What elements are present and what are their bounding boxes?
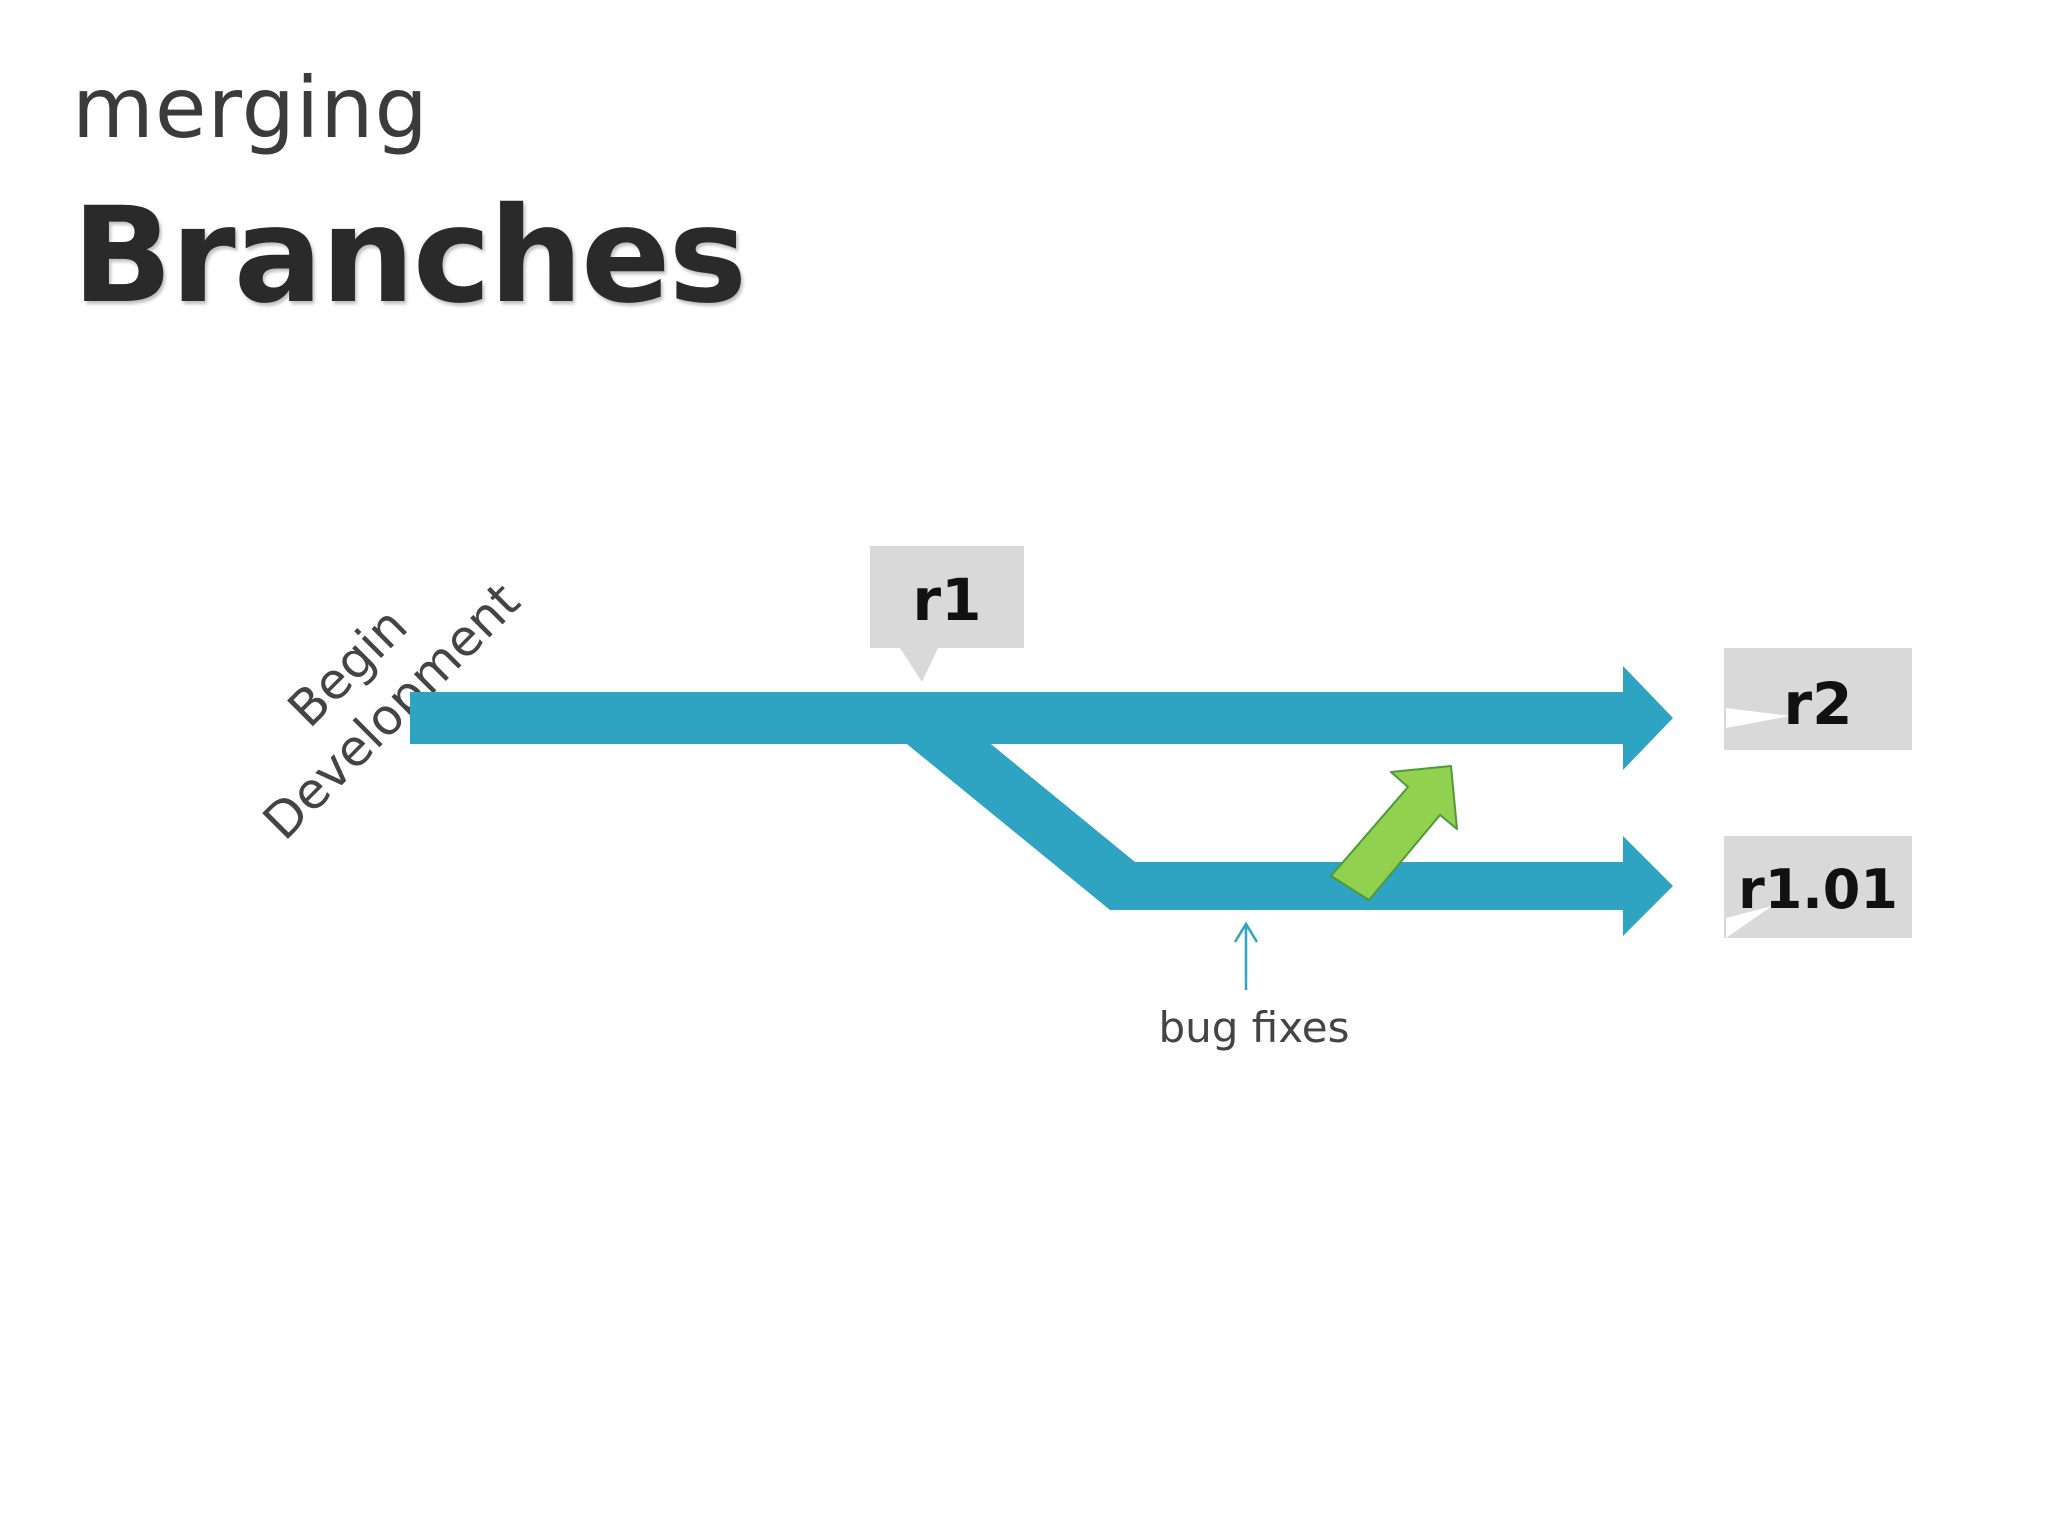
tag-r101-box <box>1724 836 1912 938</box>
tag-r101-label: r1.01 <box>1738 858 1898 921</box>
trunk-arrowhead <box>1623 666 1673 770</box>
tag-r1-label: r1 <box>913 566 982 634</box>
slide-subtitle: merging <box>72 59 429 157</box>
bug-fixes-pointer-head <box>1233 921 1259 943</box>
merge-arrow-shape <box>1330 765 1458 901</box>
trunk-shaft <box>410 692 1625 744</box>
bug-fixes-label: bug fixes <box>1158 1003 1349 1052</box>
merge-arrow-icon <box>1330 765 1458 901</box>
tag-r2: r2 <box>1724 648 1912 750</box>
tag-r1: r1 <box>870 546 1024 682</box>
tag-r101: r1.01 <box>1724 836 1912 938</box>
release-branch-arrowhead <box>1623 836 1673 936</box>
release-branch-diagonal <box>902 740 1135 910</box>
tag-r2-label: r2 <box>1784 670 1853 738</box>
release-branch <box>902 740 1673 936</box>
tag-r101-pointer <box>1726 906 1772 938</box>
slide-title: Branches <box>72 179 747 333</box>
tag-r1-box <box>870 546 1024 648</box>
tag-r2-pointer <box>1726 708 1790 728</box>
tag-r1-pointer <box>900 648 938 682</box>
begin-development-label: Begin Development <box>252 572 531 851</box>
trunk-branch <box>410 666 1673 770</box>
bug-fixes-annotation: bug fixes <box>1158 921 1350 1052</box>
tag-r2-box <box>1724 648 1912 750</box>
